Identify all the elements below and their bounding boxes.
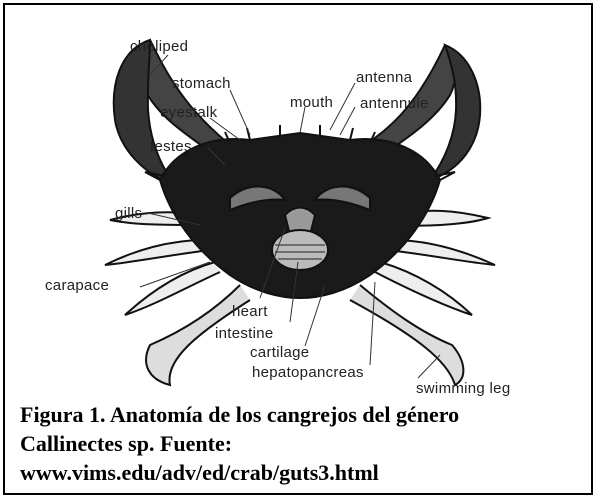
- label-swimming-leg: swimming leg: [416, 380, 510, 397]
- left-leg-3: [125, 262, 220, 315]
- figure-caption: Figura 1. Anatomía de los cangrejos del …: [20, 400, 580, 487]
- label-intestine: intestine: [215, 325, 274, 342]
- left-leg-2: [105, 240, 210, 265]
- caption-line-3: www.vims.edu/adv/ed/crab/guts3.html: [20, 458, 580, 487]
- caption-line-2: Callinectes sp. Fuente:: [20, 429, 580, 458]
- label-antenna: antenna: [356, 69, 412, 86]
- crab-illustration: [105, 40, 495, 385]
- intestine-shape: [272, 230, 328, 270]
- label-heart: heart: [232, 303, 268, 320]
- label-testes: testes: [150, 138, 192, 155]
- crab-anatomy-diagram: [0, 0, 600, 400]
- label-cartilage: cartilage: [250, 344, 309, 361]
- label-stomach: stomach: [172, 75, 231, 92]
- label-hepatopancreas: hepatopancreas: [252, 364, 364, 381]
- label-carapace: carapace: [45, 277, 109, 294]
- label-mouth: mouth: [290, 94, 333, 111]
- label-eyestalk: eyestalk: [160, 104, 217, 121]
- label-cheliped: cheliped: [130, 38, 188, 55]
- label-antennule: antennule: [360, 95, 429, 112]
- label-gills: gills: [115, 205, 142, 222]
- caption-line-1: Figura 1. Anatomía de los cangrejos del …: [20, 400, 580, 429]
